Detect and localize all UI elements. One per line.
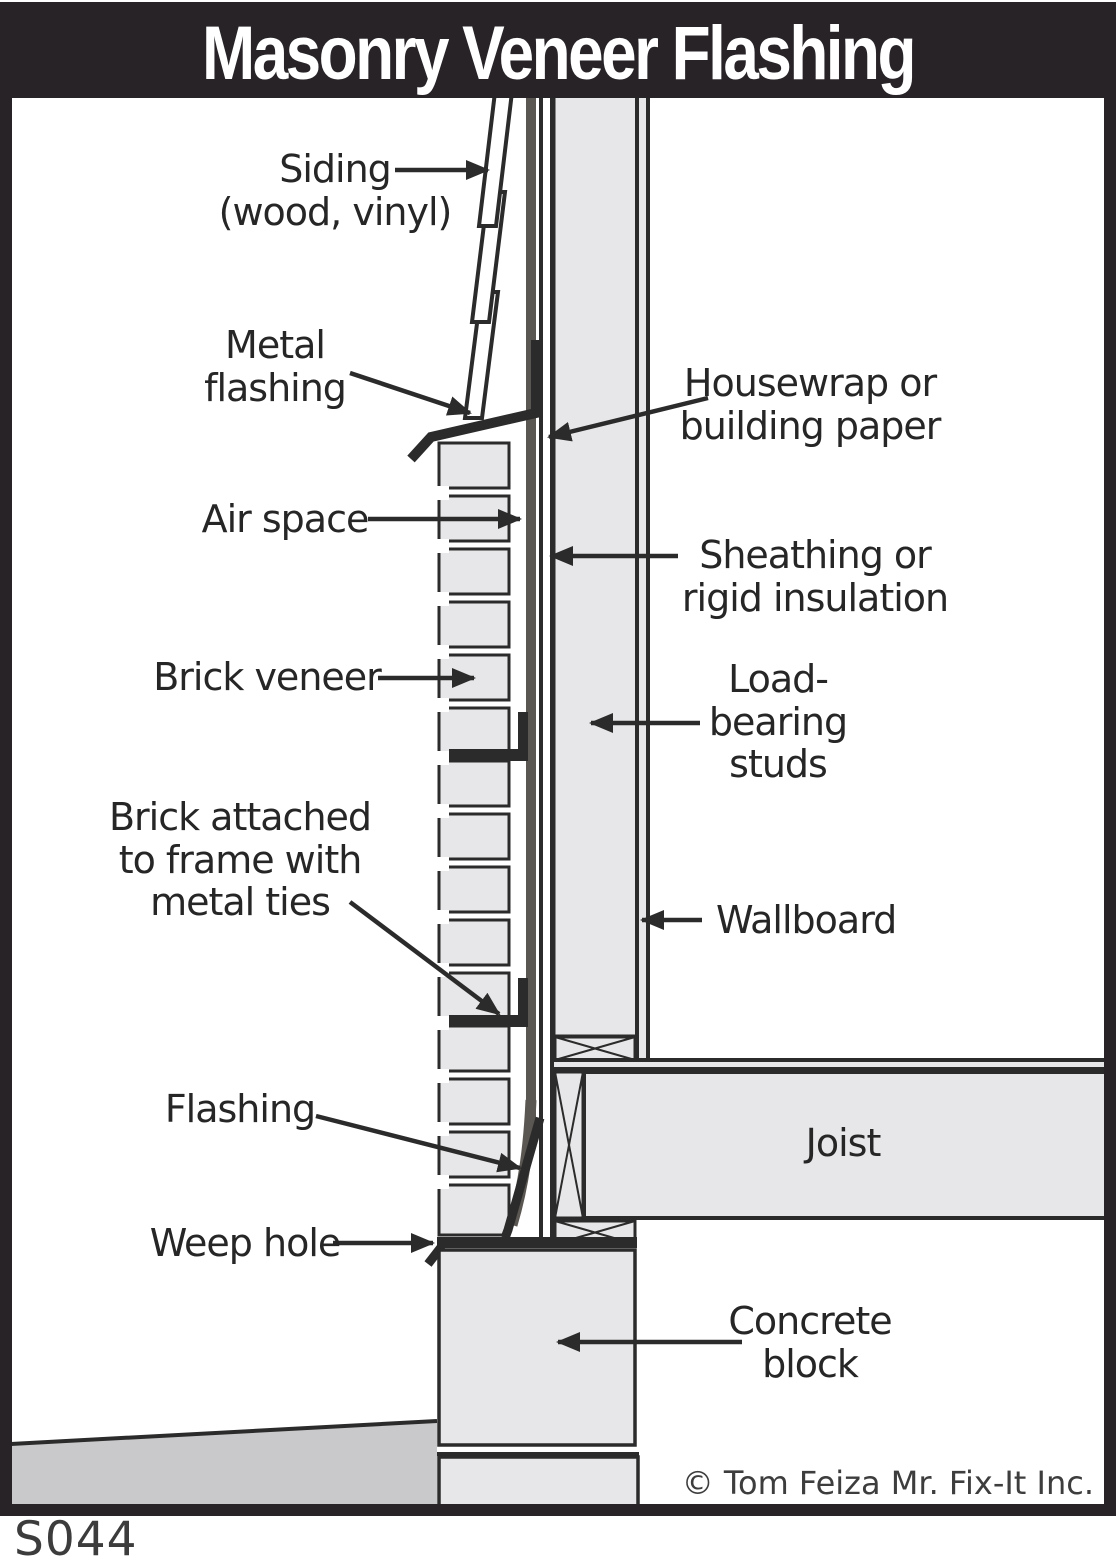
- wall-assembly: [526, 86, 650, 1248]
- label-housewrap: Housewrap or building paper: [679, 361, 942, 448]
- label-wallboard: Wallboard: [716, 898, 897, 942]
- block-joint-line: [437, 1452, 639, 1456]
- housewrap-arrow: [547, 395, 709, 442]
- metal-tie-vertical: [518, 712, 528, 754]
- joist-body: [582, 1070, 1108, 1220]
- flashing-diagonal: [500, 1116, 545, 1240]
- brick: [437, 547, 511, 596]
- flashing-horizontal: [437, 1237, 637, 1248]
- ground-grade: [10, 1419, 438, 1506]
- metal-tie-horizontal: [449, 749, 528, 761]
- brick-ties-arrow: [348, 900, 501, 1016]
- label-sheathing: Sheathing or rigid insulation: [681, 533, 949, 620]
- sheathing-line-right: [550, 88, 554, 1248]
- label-brick-veneer: Brick veneer: [153, 655, 382, 699]
- brick: [437, 918, 511, 967]
- metal-flashing-shape: [407, 340, 541, 463]
- brick: [437, 600, 511, 649]
- brick: [437, 1024, 511, 1073]
- metal-ties: [449, 712, 528, 1027]
- metal-tie-horizontal: [449, 1015, 528, 1027]
- brick: [437, 759, 511, 808]
- label-load-bearing-studs: Load- bearing studs: [708, 657, 848, 787]
- label-joist: Joist: [805, 1121, 882, 1165]
- label-metal-flashing: Metal flashing: [204, 323, 347, 410]
- drawing-number: S044: [14, 1512, 138, 1562]
- wallboard-line-left: [635, 88, 639, 1058]
- frame: [0, 2, 1116, 1516]
- metal-tie-vertical: [518, 978, 528, 1020]
- brick: [437, 812, 511, 861]
- page-title: Masonry Veneer Flashing: [202, 11, 916, 96]
- frame-right: [1104, 2, 1116, 1516]
- metal-flashing-arrow: [349, 370, 472, 416]
- sheathing-line-left: [539, 88, 543, 1248]
- frame-bottom: [0, 1504, 1116, 1516]
- brick: [437, 706, 511, 755]
- block-upper-course: [437, 1248, 637, 1447]
- title-bar-bg: [0, 2, 1116, 98]
- flashing-arrow: [315, 1113, 522, 1173]
- brick: [437, 1077, 511, 1126]
- label-siding: Siding (wood, vinyl): [218, 147, 453, 234]
- siding-boards: [462, 90, 515, 420]
- frame-left: [0, 2, 12, 1516]
- leader-arrows: [315, 160, 742, 1352]
- brick: [437, 441, 511, 490]
- housewrap-band: [526, 88, 536, 1122]
- label-brick-ties: Brick attached to frame with metal ties: [108, 795, 372, 925]
- brick: [437, 865, 511, 914]
- stud-bay: [552, 86, 640, 1038]
- label-air-space: Air space: [201, 497, 370, 541]
- floor-structure: [553, 1035, 1108, 1246]
- brick: [437, 1183, 511, 1237]
- label-flashing: Flashing: [164, 1087, 316, 1131]
- label-concrete-block: Concrete block: [728, 1299, 892, 1386]
- copyright-text: © Tom Feiza Mr. Fix-It Inc.: [681, 1464, 1094, 1502]
- label-weep-hole: Weep hole: [149, 1221, 342, 1265]
- wallboard-line-right: [646, 88, 650, 1058]
- brick-veneer-column: [437, 441, 511, 1237]
